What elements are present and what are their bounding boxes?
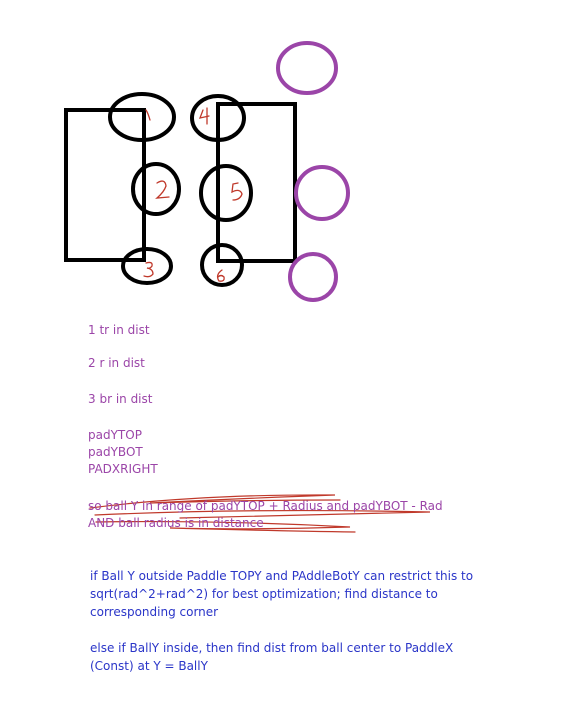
- ball-right: [294, 165, 350, 221]
- handwritten-5: [231, 182, 243, 201]
- left-paddle: [64, 108, 146, 262]
- circle-4: [190, 94, 246, 142]
- outside-note-line-1: if Ball Y outside Paddle TOPY and PAddle…: [90, 569, 474, 583]
- scribble-line-3: [95, 520, 356, 533]
- var-pad-x-right: PADXRIGHT: [88, 462, 158, 476]
- handwritten-1: [145, 109, 151, 121]
- handwritten-6: [216, 269, 225, 282]
- circle-3: [121, 247, 173, 285]
- outside-note-line-2: sqrt(rad^2+rad^2) for best optimization;…: [90, 587, 438, 601]
- inside-note-line-1: else if BallY inside, then find dist fro…: [90, 641, 454, 655]
- circle-5: [199, 164, 253, 222]
- note-bottom-right: 3 br in dist: [88, 392, 153, 406]
- right-paddle: [216, 102, 297, 263]
- var-pad-y-top: padYTOP: [88, 428, 142, 442]
- inside-note-line-2: (Const) at Y = BallY: [90, 659, 208, 673]
- scribble-line-2: [94, 509, 431, 519]
- handwritten-2: [155, 180, 170, 199]
- handwritten-4: [198, 107, 210, 125]
- var-pad-y-bot: padYBOT: [88, 445, 143, 459]
- scribble-line-1: [89, 494, 341, 509]
- outside-note-line-3: corresponding corner: [90, 605, 219, 619]
- ball-bottom-right: [288, 252, 338, 302]
- note-top-right: 1 tr in dist: [88, 323, 150, 337]
- circle-6: [200, 243, 244, 287]
- struck-note-line-1: so ball Y in range of padYTOP + Radius a…: [88, 499, 443, 513]
- note-right: 2 r in dist: [88, 356, 145, 370]
- circle-1: [108, 92, 176, 142]
- circle-2: [131, 162, 181, 216]
- struck-note-line-2: AND ball radius is in distance: [88, 516, 264, 530]
- handwritten-3: [143, 261, 154, 278]
- ball-top-right: [276, 41, 338, 95]
